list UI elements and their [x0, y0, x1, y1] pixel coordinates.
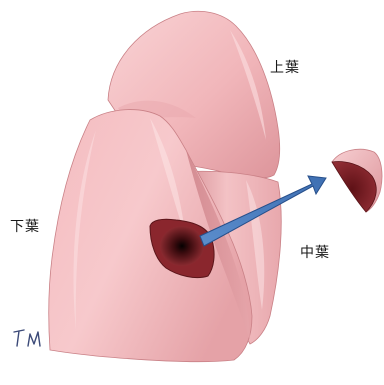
lesion-core: [160, 226, 204, 266]
middle-lobe-label: 中葉: [300, 246, 330, 260]
lower-lobe-label: 下葉: [10, 220, 40, 234]
artist-signature: [14, 330, 40, 346]
upper-lobe-label: 上葉: [270, 61, 300, 75]
removed-wedge: [332, 149, 382, 212]
